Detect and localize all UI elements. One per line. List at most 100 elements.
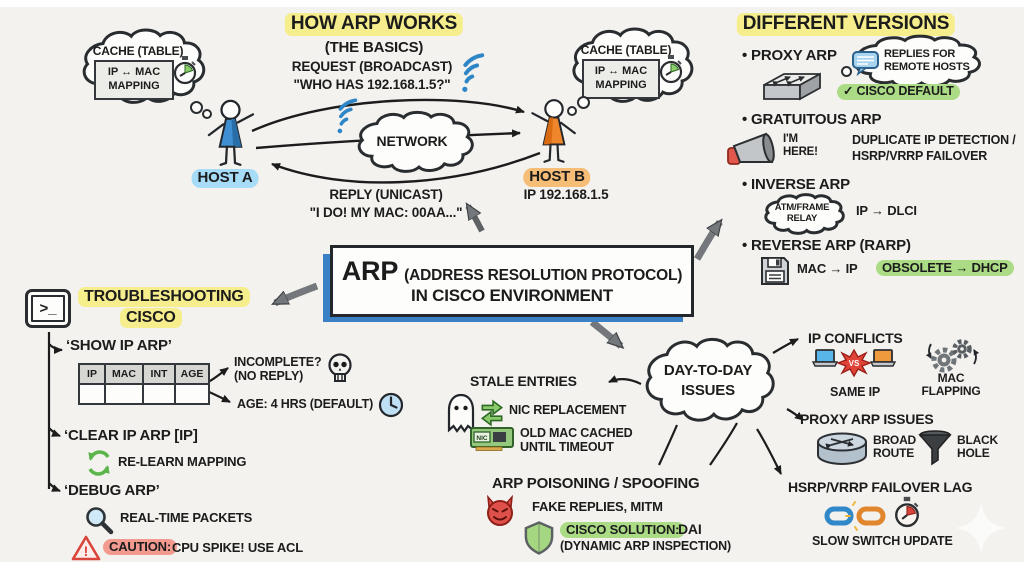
proxy-cloud-line2: REMOTE HOSTS <box>884 61 970 73</box>
solution-value: DAI <box>678 521 702 537</box>
cache-cloud-a-title: CACHE (TABLE) <box>92 44 184 58</box>
thought-dot <box>841 66 852 77</box>
request-line1: REQUEST (BROADCAST) <box>291 59 453 74</box>
how-arp-works-subtitle: (THE BASICS) <box>324 39 424 56</box>
arp-acronym: ARP <box>341 255 399 286</box>
request-line2: "WHO HAS 192.168.1.5?" <box>293 77 451 92</box>
ip-mac-mapping-box-a: IP ↔ MAC MAPPING <box>94 60 174 100</box>
cell <box>104 383 144 405</box>
obsolete-badge: OBSOLETE → DHCP <box>876 260 1014 277</box>
ip-conflict-laptops-icon: VS <box>811 348 897 378</box>
im-here-line2: HERE! <box>783 146 818 158</box>
mapping-line1: IP ↔ MAC <box>594 65 648 77</box>
terminal-icon: >_ <box>25 289 71 328</box>
stopwatch-icon <box>173 56 197 85</box>
nic-card-icon: NIC <box>470 427 514 451</box>
col-mac: MAC <box>104 363 144 385</box>
cisco-solution-badge: CISCO SOLUTION: <box>560 522 686 539</box>
incomplete-line1: INCOMPLETE? <box>234 355 322 369</box>
megaphone-icon <box>727 132 775 165</box>
router-icon <box>817 432 867 465</box>
caution-text: CPU SPIKE! USE ACL <box>172 540 303 555</box>
swap-arrows-icon <box>480 399 504 427</box>
inverse-arp-label: • INVERSE ARP <box>742 176 850 193</box>
black-hole-line1: BLACK <box>957 433 998 447</box>
col-ip: IP <box>78 363 106 385</box>
thought-dot <box>577 96 590 109</box>
proxy-issues-title: PROXY ARP ISSUES <box>800 411 934 427</box>
thought-dot <box>202 109 212 119</box>
mapping-line1: IP ↔ MAC <box>107 66 161 78</box>
reply-line1: REPLY (UNICAST) <box>329 187 443 202</box>
cell <box>174 383 210 405</box>
switch-icon <box>763 72 821 101</box>
failover-note: SLOW SWITCH UPDATE <box>812 534 953 548</box>
col-int: INT <box>142 363 176 385</box>
stale-entries-title: STALE ENTRIES <box>470 373 577 389</box>
mac-flapping-line2: FLAPPING <box>921 384 981 398</box>
gears-icon <box>925 339 980 373</box>
network-label: NETWORK <box>376 133 448 149</box>
vs-label: VS <box>849 359 860 368</box>
failover-title: HSRP/VRRP FAILOVER LAG <box>788 479 973 495</box>
arp-table: IP MAC INT AGE <box>78 363 210 405</box>
sparkle-icon <box>955 502 1007 554</box>
magnifier-icon <box>86 507 114 535</box>
cmd-show-ip-arp: ‘SHOW IP ARP’ <box>66 337 172 354</box>
proxy-cloud-line1: REPLIES FOR <box>884 48 956 60</box>
ghost-icon <box>447 393 475 433</box>
center-box-line2: IN CISCO ENVIRONMENT <box>411 285 613 305</box>
mapping-line2: MAPPING <box>595 79 647 92</box>
recycle-icon <box>88 450 110 476</box>
troubleshooting-title-line2: CISCO <box>120 308 182 328</box>
host-b-label: HOST B <box>523 168 591 187</box>
thought-dot <box>190 101 203 114</box>
black-hole-line2: HOLE <box>957 446 990 460</box>
host-a-figure <box>207 99 255 166</box>
nic-chip-label: NIC <box>476 435 488 442</box>
arp-expansion: (ADDRESS RESOLUTION PROTOCOL) <box>404 266 683 284</box>
how-arp-works-title: HOW ARP WORKS <box>284 13 464 36</box>
inverse-desc: IP → DLCI <box>856 203 917 218</box>
gratuitous-arp-label: • GRATUITOUS ARP <box>742 111 882 128</box>
poisoning-title: ARP POISONING / SPOOFING <box>492 475 700 492</box>
failover-stopwatch-icon <box>895 496 919 528</box>
host-a-label: HOST A <box>191 169 259 188</box>
broad-route-line2: ROUTE <box>873 446 915 460</box>
day-to-day-line2: ISSUES <box>681 382 735 399</box>
caution-label: CAUTION: <box>103 539 177 556</box>
proxy-thought-cloud <box>838 34 990 94</box>
gratuitous-desc1: DUPLICATE IP DETECTION / <box>852 133 1016 147</box>
clock-icon <box>378 392 404 418</box>
poisoning-desc: FAKE REPLIES, MITM <box>532 499 663 514</box>
chain-links-icon <box>824 501 886 531</box>
skull-icon <box>328 353 352 382</box>
floppy-disk-icon <box>761 257 789 285</box>
troubleshooting-title-line1: TROUBLESHOOTING <box>78 287 250 307</box>
ip-conflicts-title: IP CONFLICTS <box>808 330 903 346</box>
host-b-ip: IP 192.168.1.5 <box>523 187 609 202</box>
ip-mac-mapping-box-b: IP ↔ MAC MAPPING <box>582 59 660 99</box>
incomplete-line2: (NO REPLY) <box>234 369 304 383</box>
day-to-day-cloud <box>628 336 784 432</box>
day-to-day-line1: DAY-TO-DAY <box>663 362 753 379</box>
reverse-arp-label: • REVERSE ARP (RARP) <box>742 237 911 254</box>
cell <box>78 383 106 405</box>
age-note: AGE: 4 HRS (DEFAULT) <box>237 397 374 411</box>
svg-text:!: ! <box>84 543 89 559</box>
shield-icon <box>524 521 554 555</box>
wifi-icon <box>337 98 358 134</box>
speech-bubble-icon <box>852 51 879 77</box>
warning-icon: ! <box>71 535 101 561</box>
network-cloud <box>342 110 482 180</box>
nic-replacement-note: NIC REPLACEMENT <box>509 403 627 417</box>
host-b-figure <box>531 99 576 163</box>
reverse-desc: MAC → IP <box>797 261 858 276</box>
thought-dot <box>567 106 577 116</box>
devil-icon <box>487 494 513 526</box>
reply-line2: "I DO! MY MAC: 00AA..." <box>309 205 463 220</box>
solution-detail: (DYNAMIC ARP INSPECTION) <box>560 539 731 553</box>
proxy-arp-label: • PROXY ARP <box>742 47 837 64</box>
